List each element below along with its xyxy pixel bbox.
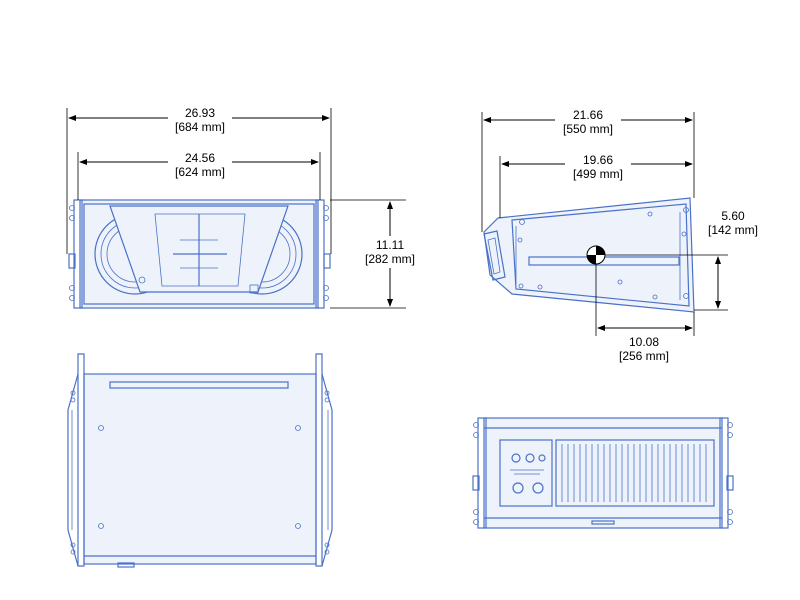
side-handle	[483, 230, 506, 281]
top-cabinet	[83, 373, 317, 565]
rear-cabinet	[483, 417, 723, 529]
connector-icon	[511, 453, 521, 463]
front-view	[68, 199, 331, 309]
side-overall-depth-metric: [550 mm]	[563, 122, 613, 136]
side-inner-depth-metric: [499 mm]	[573, 167, 623, 181]
side-view	[483, 197, 695, 313]
cg-height-label: 5.60	[721, 209, 745, 223]
front-overall-width-metric: [684 mm]	[175, 120, 225, 134]
heatsink	[555, 439, 715, 507]
front-height-metric: [282 mm]	[365, 252, 415, 266]
front-height-label: 11.11	[376, 238, 405, 252]
side-overall-depth-label: 21.66	[573, 108, 603, 122]
cg-depth-label: 10.08	[629, 335, 659, 349]
front-inner-width-metric: [624 mm]	[175, 165, 225, 179]
front-inner-width-label: 24.56	[185, 151, 215, 165]
connector-icon	[512, 482, 524, 494]
input-panel	[499, 439, 553, 507]
top-view	[67, 353, 333, 568]
cg-height-metric: [142 mm]	[708, 223, 758, 237]
connector-icon	[532, 482, 544, 494]
side-dimensions	[481, 112, 728, 336]
connector-icon	[525, 453, 535, 463]
cg-depth-metric: [256 mm]	[619, 349, 669, 363]
side-inner-depth-label: 19.66	[583, 153, 613, 167]
rear-view	[472, 417, 734, 529]
top-slot	[109, 381, 289, 389]
center-of-gravity-icon	[586, 245, 606, 265]
connector-icon	[538, 454, 546, 462]
front-overall-width-label: 26.93	[185, 106, 215, 120]
